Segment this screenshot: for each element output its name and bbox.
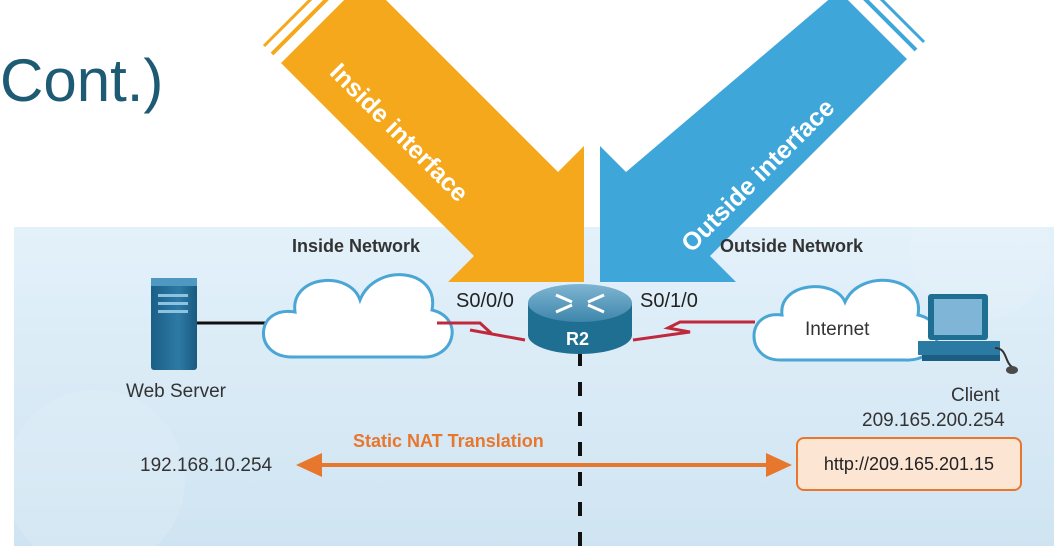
outside-url-text: http://209.165.201.15 (823, 453, 995, 474)
slide-title: Cont.) (0, 47, 164, 114)
client-ip-label: 209.165.200.254 (862, 410, 1005, 431)
internet-label: Internet (805, 319, 870, 340)
web-server-icon (151, 278, 197, 370)
inside-network-cloud-icon (262, 273, 454, 359)
outside-network-label: Outside Network (720, 236, 864, 256)
outside-interface-port-label: S0/1/0 (640, 290, 698, 312)
inside-interface-port-label: S0/0/0 (456, 290, 514, 312)
serial-link-inside (437, 321, 526, 342)
static-nat-translation-label: Static NAT Translation (353, 431, 544, 451)
static-nat-translation-arrow (296, 453, 792, 477)
inside-local-ip-label: 192.168.10.254 (140, 455, 273, 476)
serial-link-outside (632, 320, 755, 342)
router-r2-icon (528, 284, 632, 354)
inside-network-label: Inside Network (292, 236, 421, 256)
inside-interface-arrow (262, 0, 584, 282)
router-label: R2 (566, 329, 590, 349)
outside-interface-arrow (600, 0, 926, 282)
outside-url-box: http://209.165.201.15 (796, 437, 1022, 491)
client-computer-icon (918, 294, 1018, 374)
client-label: Client (951, 385, 1000, 406)
web-server-label: Web Server (126, 381, 226, 402)
